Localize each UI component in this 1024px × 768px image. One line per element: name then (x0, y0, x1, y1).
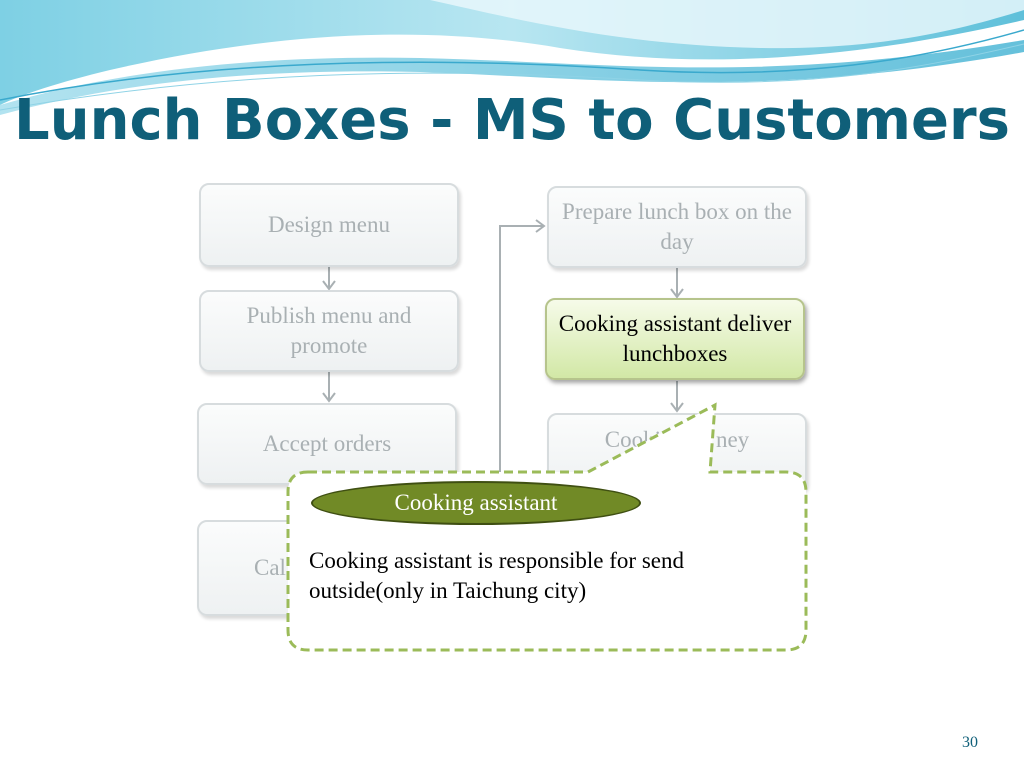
flow-step-deliver-lunchboxes: Cooking assistant deliver lunchboxes (545, 298, 805, 380)
callout-description: Cooking assistant is responsible for sen… (309, 548, 684, 603)
flow-step-design-menu: Design menu (199, 183, 459, 267)
slide-title: Lunch Boxes - MS to Customers (14, 88, 1010, 153)
header-wave-decoration (0, 0, 1024, 115)
flow-step-label: Accept orders (262, 431, 392, 456)
role-label-pill: Cooking assistant (311, 481, 641, 525)
flow-step-prepare-lunch-box: Prepare lunch box on the day (547, 186, 807, 268)
flow-step-label: Design menu (267, 212, 390, 237)
flow-step-label: Prepare lunch box on the day (562, 199, 792, 254)
flow-step-label: Cooking assistant deliver lunchboxes (558, 311, 792, 366)
flow-step-publish-menu: Publish menu and promote (199, 290, 459, 372)
role-label: Cooking assistant (394, 490, 558, 515)
flow-step-label: Publish menu and promote (246, 303, 412, 358)
page-number: 30 (962, 734, 978, 751)
